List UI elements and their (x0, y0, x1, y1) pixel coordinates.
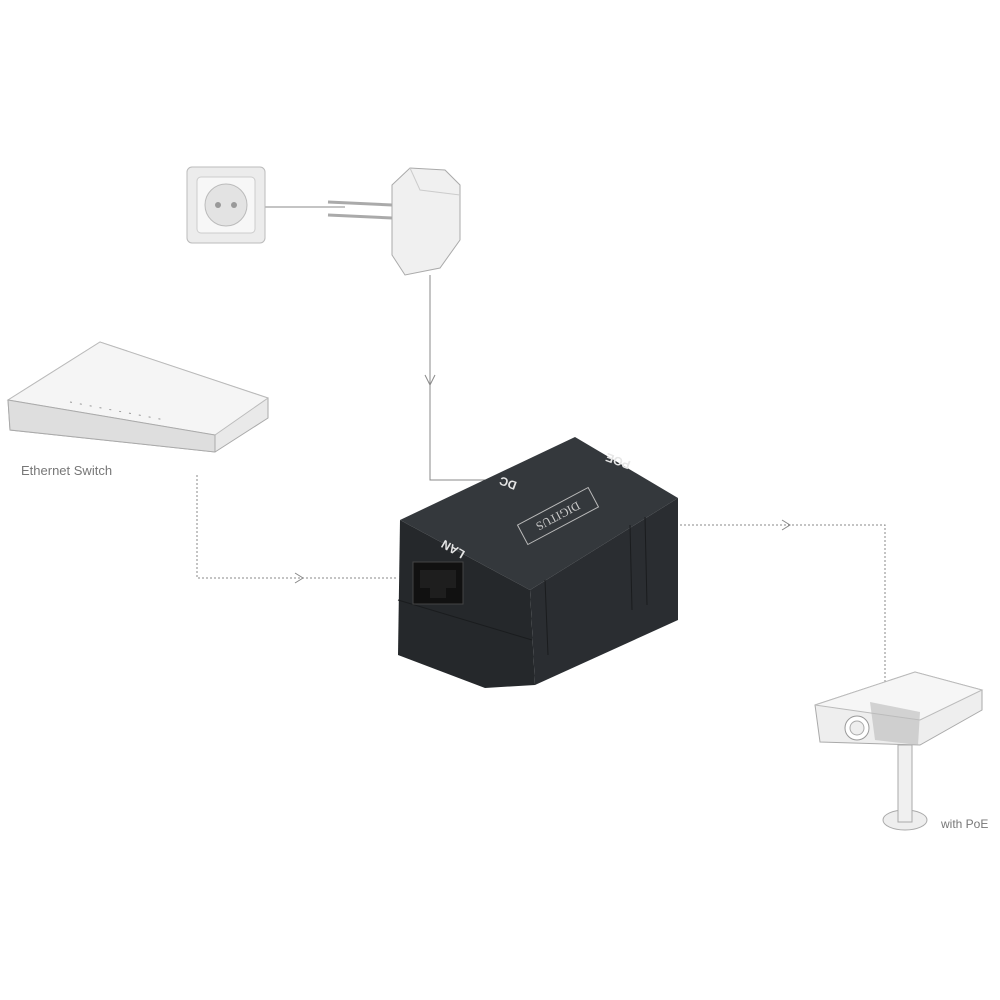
arrow-icon (294, 572, 304, 584)
camera-label: with PoE (941, 817, 989, 831)
power-line (265, 206, 497, 481)
port-label-dc: DC (497, 473, 518, 492)
ethernet-switch-label: Ethernet Switch (21, 463, 113, 478)
ethernet-switch-icon (6, 341, 270, 453)
wall-socket-icon (186, 166, 266, 244)
ip-camera-icon (814, 671, 984, 831)
poe-injector-device: DIGITUS DC POE LAN (397, 437, 678, 688)
lan-line (196, 475, 398, 579)
brand-logo (516, 486, 600, 546)
poe-line (676, 524, 886, 700)
rj45-port[interactable] (412, 561, 464, 605)
power-adapter-icon (327, 167, 461, 276)
arrow-icon (781, 519, 791, 531)
